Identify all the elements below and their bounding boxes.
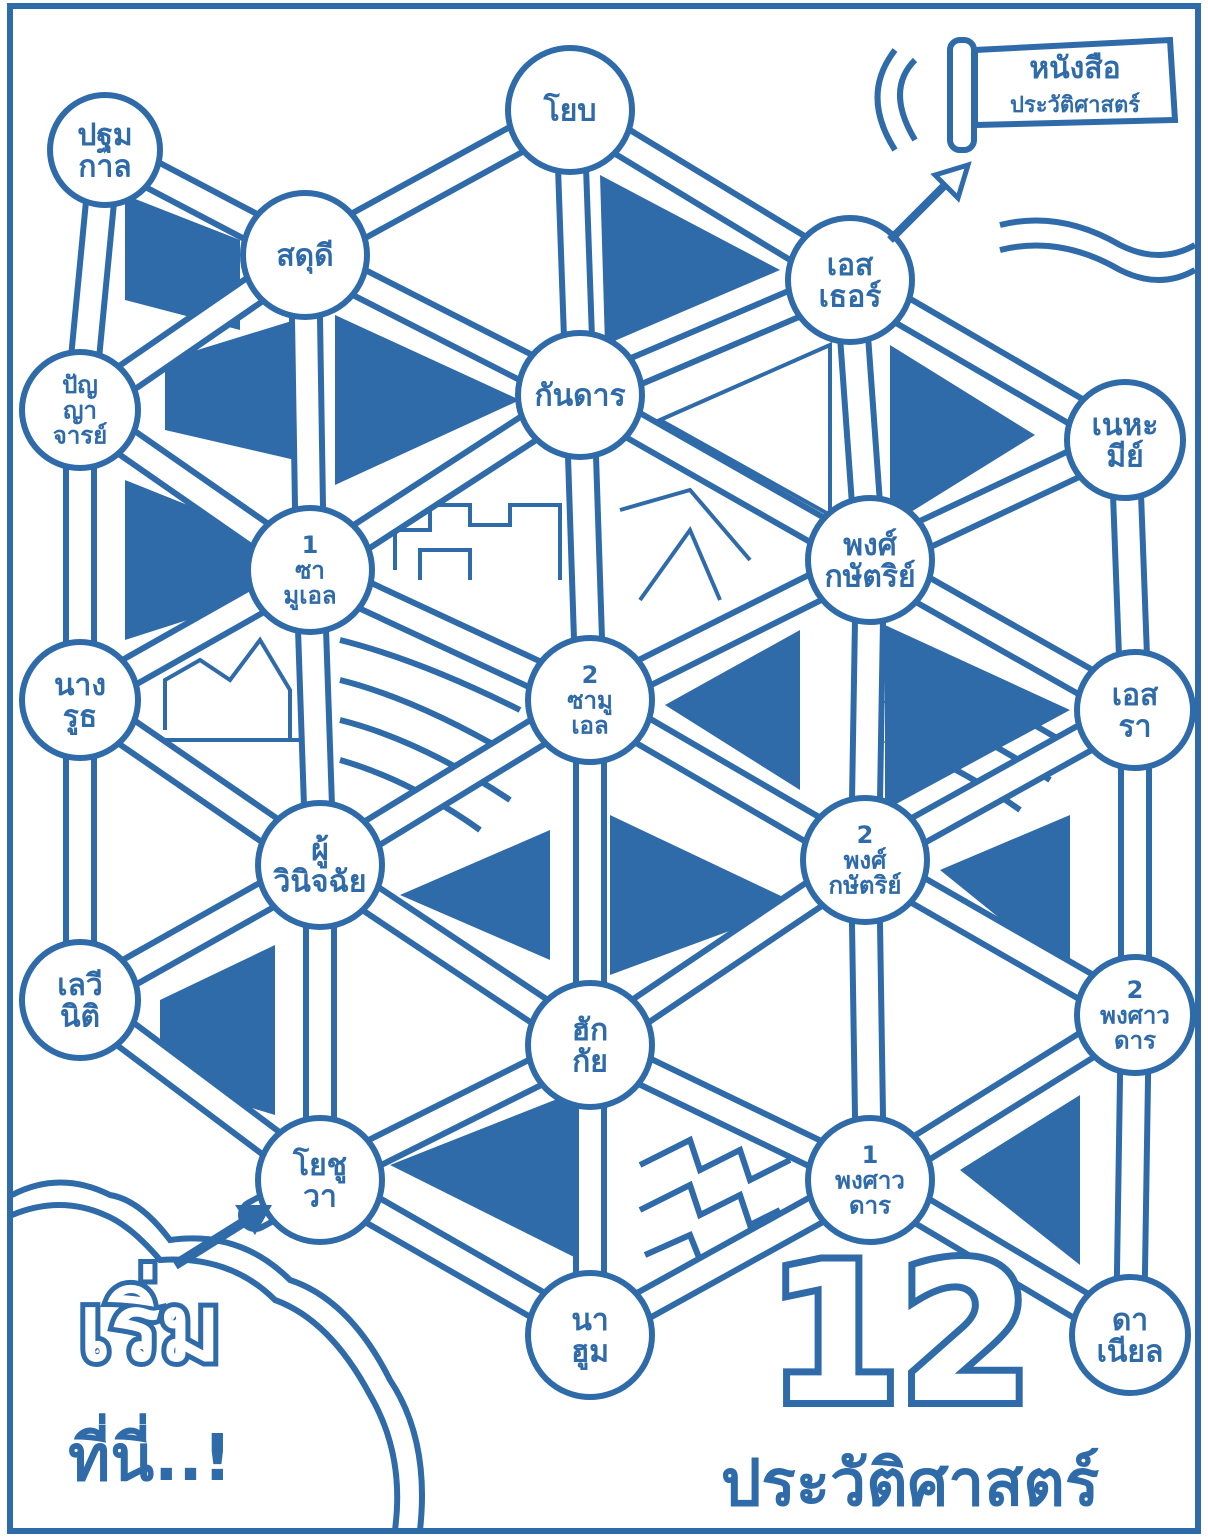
board-node-kasat2[interactable]: พงศ์กษัตริย์ xyxy=(808,498,932,622)
book-count: 12 xyxy=(768,1224,1032,1445)
node-label: เอสเธอร์ xyxy=(819,248,882,315)
board-node-nahum[interactable]: นาฮูม xyxy=(528,1273,652,1397)
node-label: สดุดี xyxy=(276,239,333,275)
board-node-ruth[interactable]: นางรูธ xyxy=(22,642,138,758)
board-node-kantan[interactable]: กันดาร xyxy=(518,333,642,457)
node-label: โยบ xyxy=(543,92,597,129)
board-node-pathom-kan[interactable]: ปฐมกาล xyxy=(50,95,160,205)
board-node-levit[interactable]: เลวีนิติ xyxy=(22,942,138,1058)
board-node-habakkuk[interactable]: ฮักกัย xyxy=(528,983,652,1107)
board-node-daniel[interactable]: ดาเนียล xyxy=(1072,1277,1188,1393)
node-label: ฮักกัย xyxy=(572,1013,608,1080)
footer-title: ประวัติศาสตร์ xyxy=(721,1447,1099,1521)
board-node-joshua[interactable]: โยชูวา xyxy=(258,1118,382,1242)
start-sub-label: ที่นี่..! xyxy=(68,1413,232,1496)
node-label: นาฮูม xyxy=(571,1303,609,1371)
board-node-yob[interactable]: โยบ xyxy=(508,48,632,172)
start-label: เริ่ม xyxy=(79,1263,221,1382)
scroll-roll xyxy=(950,40,974,150)
node-label: ปฐมกาล xyxy=(77,118,132,185)
node-label: กันดาร xyxy=(534,379,625,414)
board-node-judges[interactable]: ผู้วินิจฉัย xyxy=(258,803,382,927)
node-label: เลวีนิติ xyxy=(57,968,102,1035)
board-node-sadudi[interactable]: สดุดี xyxy=(243,193,367,317)
board-node-ezra[interactable]: เอสรา xyxy=(1077,652,1193,768)
board-node-panyachan[interactable]: ปัญญาจารย์ xyxy=(22,352,138,468)
board-node-nehemiah[interactable]: เนหะมีย์ xyxy=(1067,382,1183,498)
